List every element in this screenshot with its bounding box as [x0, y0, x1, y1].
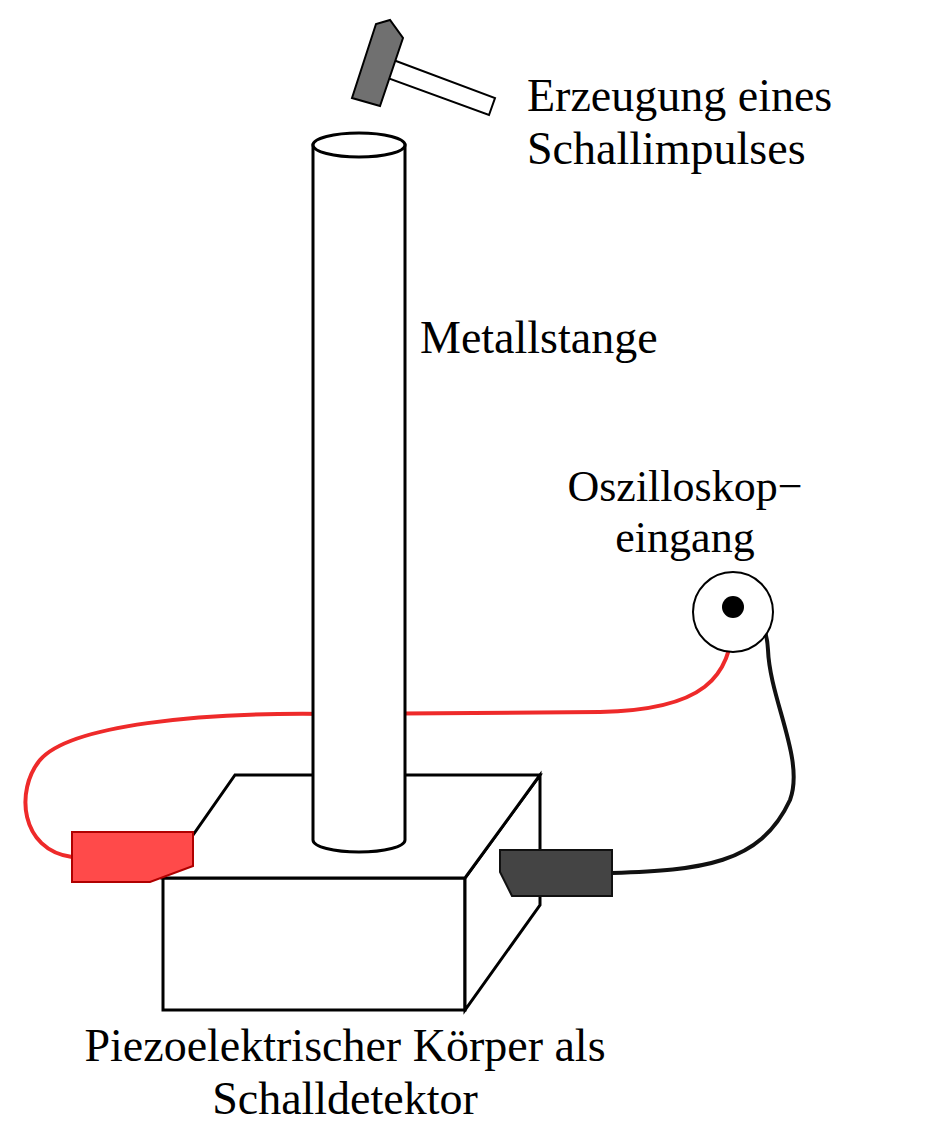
rod-label: Metallstange: [420, 312, 750, 365]
scope-input: [693, 572, 773, 652]
rod-top: [313, 133, 405, 157]
black-clip: [500, 850, 612, 896]
metal-rod: [313, 145, 405, 852]
hammer-handle: [382, 58, 495, 115]
red-clip: [72, 832, 193, 882]
detector-label: Piezoelektrischer Körper als Schalldetek…: [30, 1020, 660, 1126]
scope-pin: [722, 596, 744, 618]
impulse-label: Erzeugung eines Schallimpulses: [527, 70, 932, 176]
hammer-head: [352, 20, 403, 106]
piezo-body-front: [163, 878, 465, 1010]
black-wire: [612, 612, 794, 873]
scope-label: Oszilloskop− eingang: [540, 462, 830, 563]
